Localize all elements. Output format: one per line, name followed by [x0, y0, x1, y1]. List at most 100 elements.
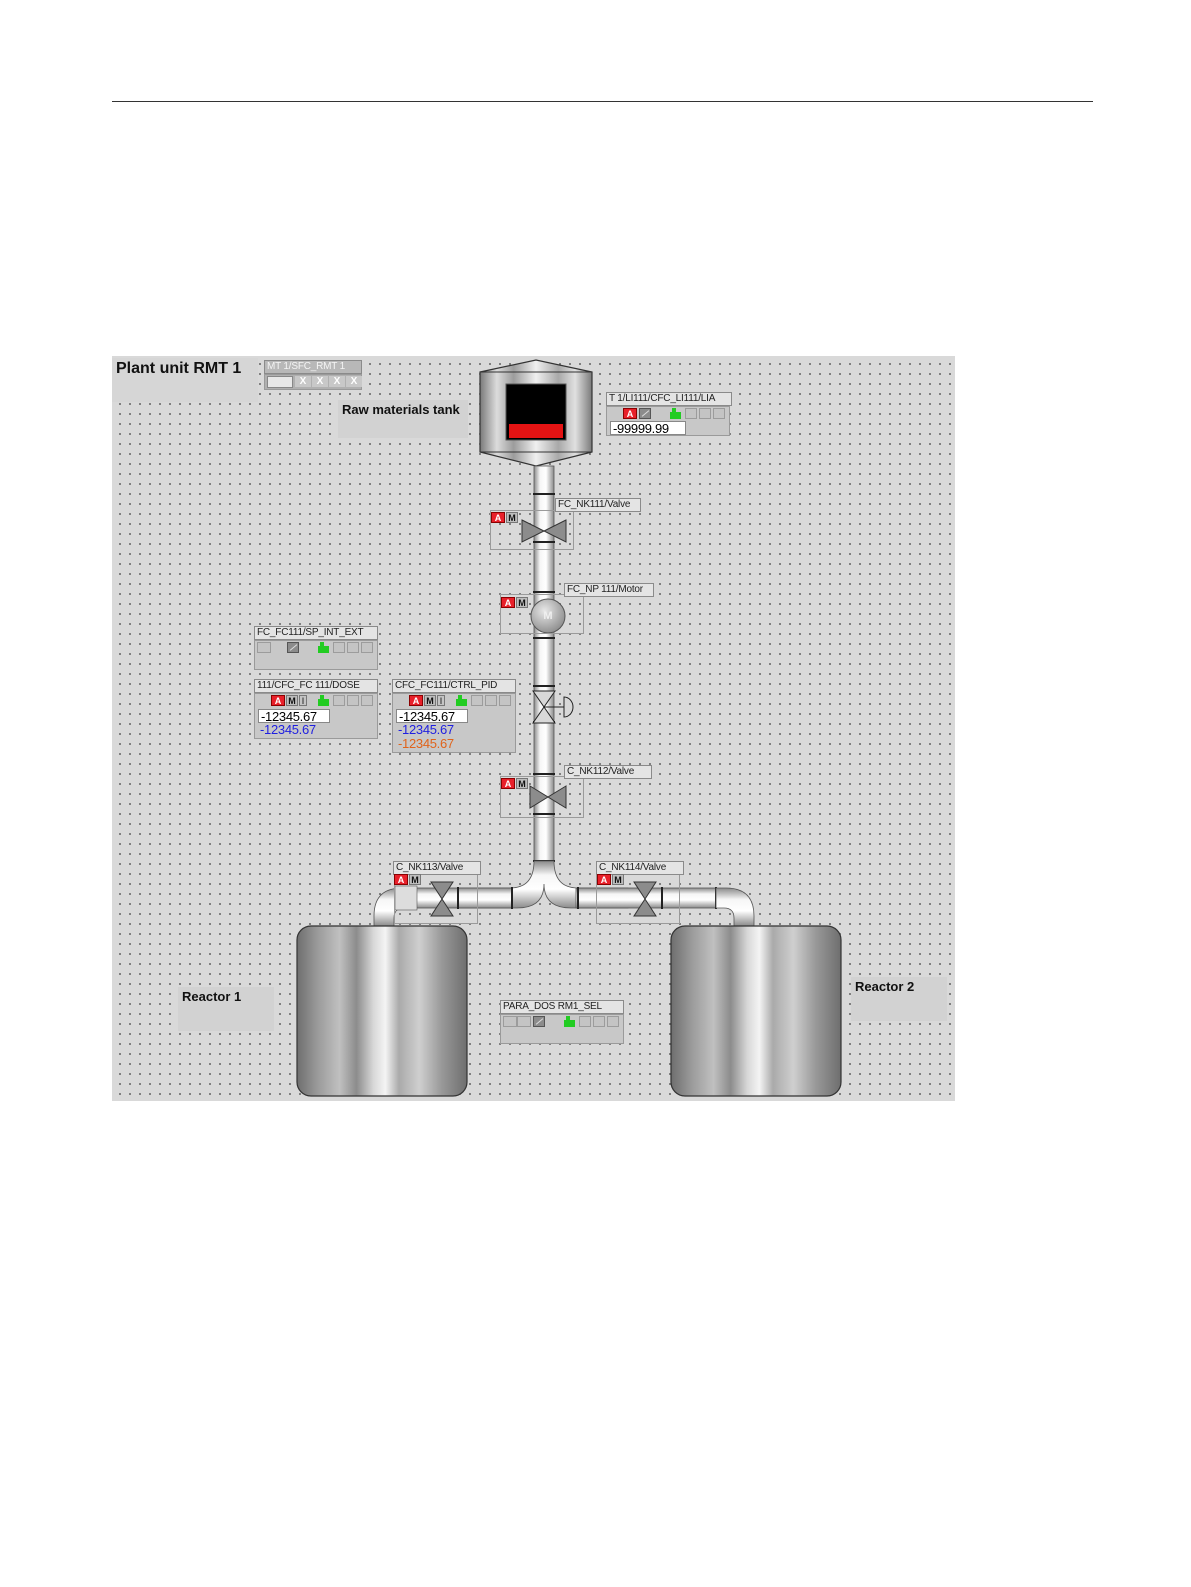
level-block-body: A -99999.99	[606, 406, 730, 436]
reactor-1-label: Reactor 1	[178, 987, 274, 1031]
reactor-1-label-text: Reactor 1	[182, 989, 242, 1004]
reactor-2-label-text: Reactor 2	[855, 979, 915, 994]
maintenance-icon	[533, 1016, 545, 1027]
pid-value-2: -12345.67	[398, 722, 454, 737]
pid-block[interactable]: CFC_FC111/CTRL_PID A M I -12345.67 -1234…	[392, 679, 516, 753]
motor-np111-manual-badge[interactable]: M	[516, 597, 528, 608]
pid-block-body: A M I -12345.67 -12345.67 -12345.67	[392, 693, 516, 753]
status-cell	[699, 408, 711, 419]
valve-nk112-manual-badge[interactable]: M	[516, 778, 528, 789]
dose-internal-badge[interactable]: I	[299, 695, 307, 706]
sfc-x-button-1[interactable]: X	[295, 376, 311, 387]
status-cell	[361, 695, 373, 706]
sfc-block[interactable]: MT 1/SFC_RMT 1 X X X X	[264, 360, 362, 392]
status-cell	[257, 642, 271, 653]
motor-symbol-label: M	[543, 610, 553, 622]
auto-badge[interactable]: A	[623, 408, 637, 419]
reactor-2-vessel[interactable]	[670, 925, 842, 1097]
status-cell	[579, 1016, 591, 1027]
valve-nk114-manual-badge[interactable]: M	[612, 874, 624, 885]
valve-nk113-symbol[interactable]	[430, 881, 454, 917]
valve-nk114-symbol[interactable]	[633, 881, 657, 917]
valve-nk112-auto-badge[interactable]: A	[501, 778, 515, 789]
raw-materials-tank[interactable]	[479, 359, 593, 467]
page-top-rule	[112, 101, 1093, 102]
valve-nk112-symbol[interactable]	[529, 785, 567, 809]
dose-manual-badge[interactable]: M	[286, 695, 298, 706]
level-value: -99999.99	[610, 421, 686, 435]
valve-nk111-tag: FC_NK111/Valve	[555, 498, 641, 512]
status-cell	[593, 1016, 605, 1027]
ok-hand-icon	[318, 695, 329, 706]
motor-np111-tag: FC_NP 111/Motor	[564, 583, 654, 597]
valve-nk114-tag: C_NK114/Valve	[596, 861, 684, 875]
pid-value-1: -12345.67	[396, 709, 468, 723]
ok-hand-icon	[564, 1016, 575, 1027]
control-valve-symbol[interactable]	[532, 690, 574, 724]
level-block-li111[interactable]: T 1/LI111/CFC_LI111/LIA A -99999.99	[606, 392, 732, 438]
raw-materials-tank-label-text: Raw materials tank	[342, 402, 460, 417]
ok-hand-icon	[456, 695, 467, 706]
reactor-1-vessel[interactable]	[296, 925, 468, 1097]
status-cell	[471, 695, 483, 706]
status-cell	[499, 695, 511, 706]
ok-hand-icon	[670, 408, 681, 419]
valve-nk112-tag: C_NK112/Valve	[564, 765, 652, 779]
sfc-block-tag: MT 1/SFC_RMT 1	[264, 360, 362, 374]
pid-manual-badge[interactable]: M	[424, 695, 436, 706]
sfc-status-field	[267, 376, 293, 388]
valve-nk112-frame	[500, 776, 584, 818]
plant-unit-title: Plant unit RMT 1	[112, 358, 258, 402]
maintenance-icon	[639, 408, 651, 419]
status-cell	[503, 1016, 517, 1027]
pid-value-3: -12345.67	[398, 736, 454, 751]
sfc-x-button-3[interactable]: X	[329, 376, 345, 387]
sfc-x-button-2[interactable]: X	[312, 376, 328, 387]
dose-value-2: -12345.67	[260, 722, 316, 737]
status-cell	[607, 1016, 619, 1027]
status-cell	[347, 695, 359, 706]
valve-nk111-symbol[interactable]	[521, 519, 567, 543]
valve-nk113-tag: C_NK113/Valve	[393, 861, 481, 875]
raw-materials-tank-label: Raw materials tank	[338, 400, 468, 438]
sfc-x-button-4[interactable]: X	[346, 376, 362, 387]
status-cell	[713, 408, 725, 419]
maintenance-icon	[287, 642, 299, 653]
motor-np111-frame	[500, 594, 584, 634]
valve-nk111-frame	[490, 510, 574, 550]
status-cell	[361, 642, 373, 653]
process-canvas: Plant unit RMT 1 MT 1/SFC_RMT 1 X X X X …	[112, 356, 955, 1101]
motor-np111-auto-badge[interactable]: A	[501, 597, 515, 608]
status-cell	[485, 695, 497, 706]
valve-nk111-manual-badge[interactable]: M	[506, 512, 518, 523]
dose-block-body: A M I -12345.67 -12345.67	[254, 693, 378, 739]
dose-value-1: -12345.67	[258, 709, 330, 723]
status-cell	[685, 408, 697, 419]
sfc-block-body: X X X X	[264, 374, 362, 390]
pid-auto-badge[interactable]: A	[409, 695, 423, 706]
dose-block[interactable]: 111/CFC_FC 111/DOSE A M I -12345.67 -123…	[254, 679, 378, 739]
ok-hand-icon	[318, 642, 329, 653]
status-cell	[347, 642, 359, 653]
dose-block-tag: 111/CFC_FC 111/DOSE	[254, 679, 378, 693]
sp-int-ext-tag: FC_FC111/SP_INT_EXT	[254, 626, 378, 640]
valve-nk114-auto-badge[interactable]: A	[597, 874, 611, 885]
valve-nk113-manual-badge[interactable]: M	[409, 874, 421, 885]
para-dos-tag: PARA_DOS RM1_SEL	[500, 1000, 624, 1014]
status-cell	[517, 1016, 531, 1027]
dose-auto-badge[interactable]: A	[271, 695, 285, 706]
level-block-tag: T 1/LI111/CFC_LI111/LIA	[606, 392, 732, 406]
valve-nk111-auto-badge[interactable]: A	[491, 512, 505, 523]
status-cell	[333, 642, 345, 653]
process-graphics	[296, 359, 842, 1097]
plant-unit-title-text: Plant unit RMT 1	[116, 360, 242, 377]
reactor-2-label: Reactor 2	[851, 977, 947, 1021]
para-dos-body	[500, 1014, 624, 1044]
sp-int-ext-block[interactable]: FC_FC111/SP_INT_EXT	[254, 626, 378, 670]
pid-internal-badge[interactable]: I	[437, 695, 445, 706]
pid-block-tag: CFC_FC111/CTRL_PID	[392, 679, 516, 693]
para-dos-block[interactable]: PARA_DOS RM1_SEL	[500, 1000, 624, 1044]
valve-nk113-auto-badge[interactable]: A	[394, 874, 408, 885]
status-cell	[333, 695, 345, 706]
sp-int-ext-body	[254, 640, 378, 670]
